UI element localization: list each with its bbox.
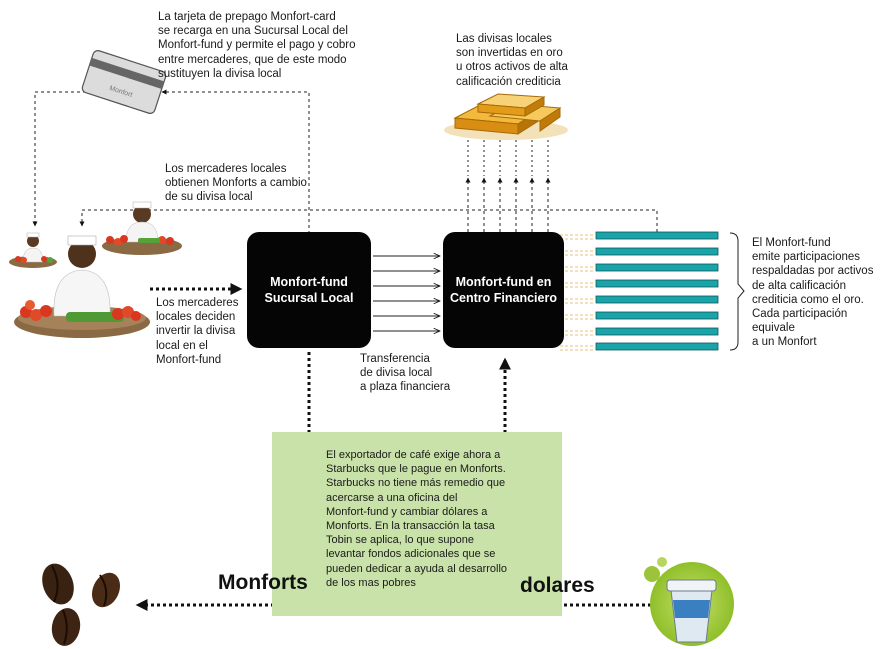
exporter-note: El exportador de café exige ahora a Star… — [326, 449, 508, 589]
merchants-obtain-note: Los mercaderes locales obtienen Monforts… — [165, 163, 307, 204]
card-recharge-connector — [32, 89, 310, 234]
gold-note: Las divisas locales son invertidas en or… — [456, 33, 568, 88]
merchants-monforts-connector — [79, 209, 658, 232]
financial-center-box: Monfort-fund en Centro Financiero — [443, 232, 564, 348]
dolares-flow-label: dolares — [520, 574, 595, 597]
card-note: La tarjeta de prepago Monfort-card se re… — [158, 11, 356, 80]
gold-bars-icon — [444, 93, 568, 140]
prepaid-card-icon: Monfort — [81, 50, 167, 114]
local-branch-box: Monfort-fund Sucursal Local — [247, 232, 371, 348]
transfer-note: Transferencia de divisa local a plaza fi… — [360, 353, 451, 394]
monforts-flow-label: Monforts — [218, 571, 308, 594]
gold-arrow-stems — [467, 140, 549, 176]
gold-investment-arrows — [465, 177, 551, 232]
merchants-invest-note: Los mercaderes locales deciden invertir … — [156, 297, 239, 366]
merchant-medium-icon — [102, 201, 182, 255]
fund-issues-note: El Monfort-fund emite participaciones re… — [752, 237, 874, 349]
share-bars — [595, 231, 719, 351]
exporter-panel — [272, 432, 562, 616]
share-bar-links — [560, 234, 596, 351]
merchant-small-icon — [9, 232, 57, 268]
coffee-cup-icon — [644, 557, 734, 646]
merchant-large-icon — [14, 235, 150, 338]
share-bracket — [729, 232, 745, 351]
transfer-arrows — [373, 256, 440, 331]
coffee-beans-icon — [42, 563, 121, 646]
